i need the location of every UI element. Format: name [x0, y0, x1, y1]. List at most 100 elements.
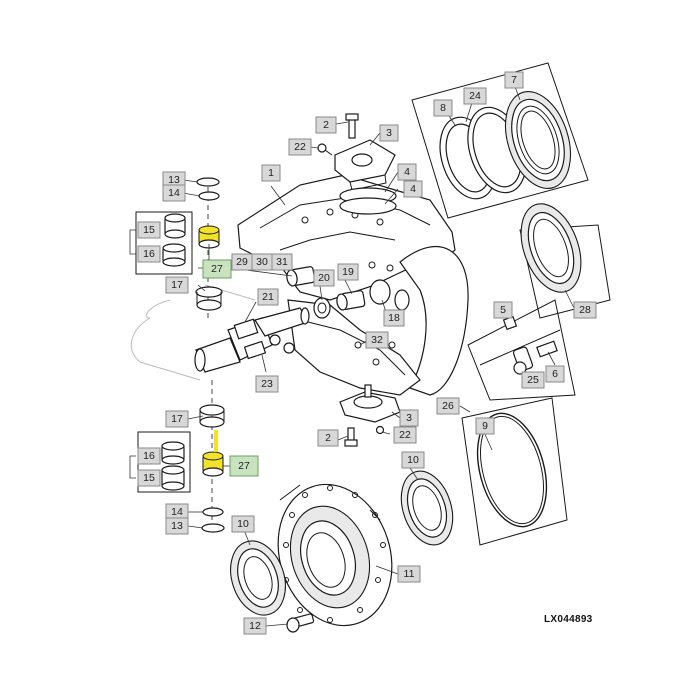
callout-3-top: 3: [379, 124, 399, 142]
callout-8: 8: [433, 99, 453, 117]
callout-30-label: 30: [256, 256, 268, 268]
callout-29: 29: [231, 253, 253, 271]
callout-10-left-label: 10: [237, 518, 249, 530]
bushing-set: [286, 266, 391, 319]
callout-14-top: 14: [162, 184, 186, 202]
callout-16-bottom-label: 16: [143, 450, 155, 462]
callout-13-top: 13: [162, 171, 186, 189]
callout-29-label: 29: [236, 256, 248, 268]
seal-part-28: [519, 203, 611, 319]
callout-16-bottom: 16: [137, 447, 161, 465]
callout-20-label: 20: [318, 272, 330, 284]
callout-3-bottom-label: 3: [406, 412, 412, 424]
callout-26: 26: [436, 397, 460, 415]
callout-26-label: 26: [442, 400, 454, 412]
callout-9-label: 9: [482, 420, 488, 432]
callout-6: 6: [545, 365, 565, 383]
callout-15-top-label: 15: [143, 224, 155, 236]
drive-shaft-ujoint: [194, 307, 310, 373]
callout-27-top: 27: [202, 259, 232, 279]
upper-bearing-stack: [135, 177, 223, 320]
top-kingpin-cap: [334, 139, 397, 215]
callout-14-bottom-label: 14: [171, 506, 183, 518]
callout-17-top: 17: [165, 276, 189, 294]
callout-11: 11: [397, 565, 421, 583]
callout-24: 24: [463, 87, 487, 105]
callout-16-top: 16: [137, 245, 161, 263]
callout-27-top-label: 27: [211, 263, 223, 275]
bottom-bolt: [344, 427, 358, 447]
callout-27-bottom: 27: [229, 455, 259, 477]
top-grease-fitting: [317, 143, 333, 156]
callout-23: 23: [255, 375, 279, 393]
callout-15-bottom: 15: [137, 469, 161, 487]
callout-4-b: 4: [403, 180, 423, 198]
callout-32-label: 32: [371, 334, 383, 346]
callout-27-bottom-label: 27: [238, 460, 250, 472]
callout-2-top: 2: [315, 116, 337, 134]
bottom-grease-fitting: [375, 425, 385, 435]
callout-19: 19: [337, 263, 359, 281]
callout-6-label: 6: [552, 368, 558, 380]
lower-bearing-stack: [137, 380, 225, 533]
callout-21-label: 21: [262, 291, 274, 303]
fastener-group: [467, 299, 576, 401]
callout-17-bottom-label: 17: [171, 413, 183, 425]
callout-28: 28: [573, 301, 597, 319]
steering-knuckle-housing: [237, 174, 469, 396]
callout-10-left: 10: [231, 515, 255, 533]
callout-22-top: 22: [288, 138, 312, 156]
callout-8-label: 8: [440, 102, 446, 114]
callout-24-label: 24: [469, 90, 481, 102]
wheel-hub: [277, 483, 393, 627]
callout-2-top-label: 2: [323, 119, 329, 131]
bearing-10-right: [400, 470, 454, 546]
callout-31-label: 31: [276, 256, 288, 268]
callout-22-bottom: 22: [393, 426, 417, 444]
callout-13-top-label: 13: [168, 174, 180, 186]
callout-21: 21: [257, 288, 279, 306]
callout-2-bottom-label: 2: [325, 432, 331, 444]
callout-18: 18: [383, 309, 405, 327]
callout-1: 1: [261, 164, 281, 182]
callout-12: 12: [243, 617, 267, 635]
callout-20: 20: [313, 269, 335, 287]
callout-11-label: 11: [404, 568, 415, 580]
callout-32: 32: [365, 331, 389, 349]
diagram-reference-code: LX044893: [544, 614, 593, 625]
callout-3-top-label: 3: [386, 127, 392, 139]
callout-1-label: 1: [268, 167, 274, 179]
callout-5: 5: [493, 301, 513, 319]
callout-4-a-label: 4: [404, 166, 410, 178]
callout-5-label: 5: [500, 304, 506, 316]
callout-15-bottom-label: 15: [143, 472, 155, 484]
callout-7-label: 7: [511, 74, 517, 86]
callout-4-b-label: 4: [410, 183, 416, 195]
bearing-10-left: [230, 540, 286, 616]
callout-7: 7: [504, 71, 524, 89]
top-bolt: [345, 113, 359, 139]
bottom-kingpin-cap: [339, 384, 401, 423]
callout-13-bottom-label: 13: [171, 520, 183, 532]
callout-16-top-label: 16: [143, 248, 155, 260]
callout-17-bottom: 17: [165, 410, 189, 428]
callout-23-label: 23: [261, 378, 273, 390]
callout-10-right: 10: [401, 451, 425, 469]
callout-9: 9: [475, 417, 495, 435]
callout-18-label: 18: [388, 312, 400, 324]
callout-14-top-label: 14: [168, 187, 180, 199]
callout-10-right-label: 10: [407, 454, 419, 466]
callout-30: 30: [251, 253, 273, 271]
hub-bolt: [286, 613, 315, 633]
o-ring-group: [461, 397, 568, 546]
seal-kit-group: [411, 62, 589, 219]
callout-31: 31: [271, 253, 293, 271]
callout-19-label: 19: [342, 266, 354, 278]
callout-22-top-label: 22: [294, 141, 306, 153]
callout-25-label: 25: [527, 374, 539, 386]
callout-17-top-label: 17: [171, 279, 183, 291]
callouts: 7 24 8 2 22 3 13 14 1 4 4 15 16 27 29 30…: [137, 71, 597, 635]
callout-15-top: 15: [137, 221, 161, 239]
callout-12-label: 12: [249, 620, 261, 632]
